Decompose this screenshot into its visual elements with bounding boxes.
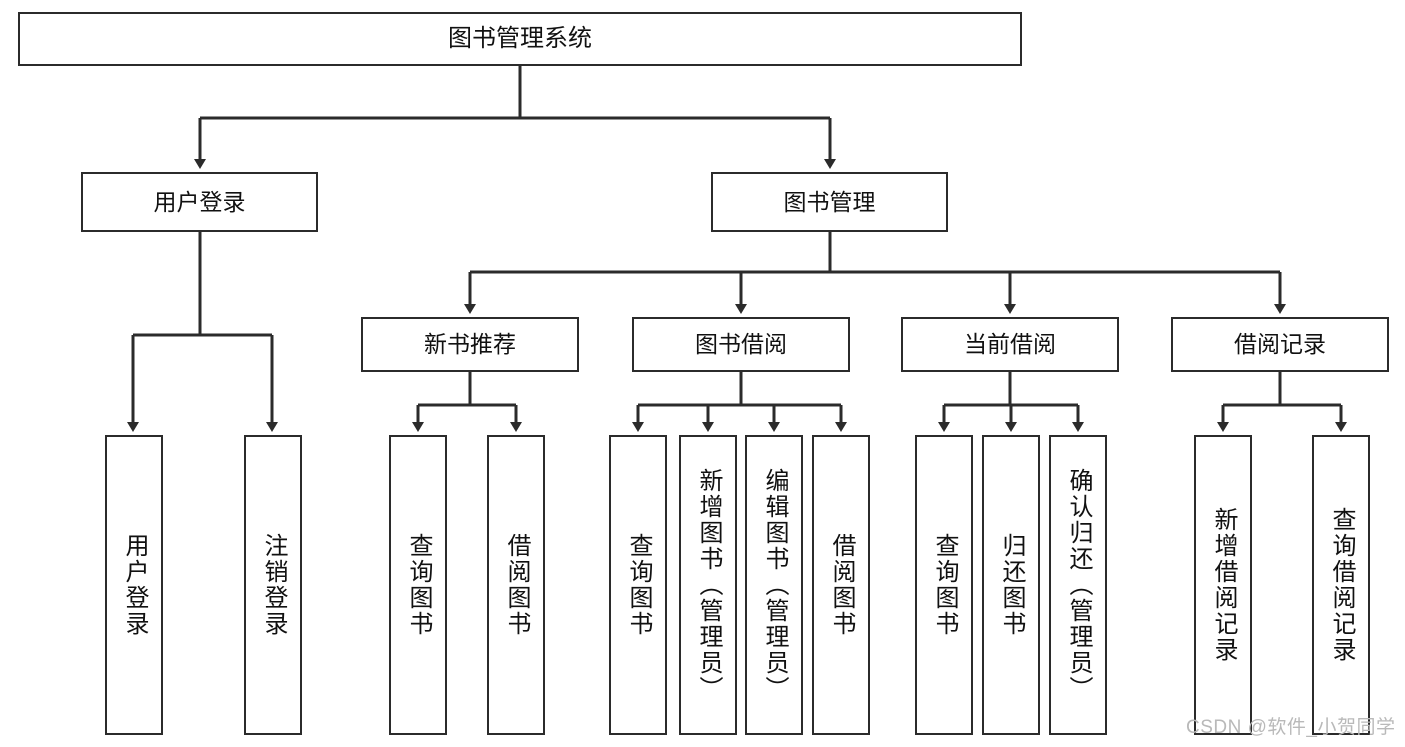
- node-user-login[interactable]: 用户登录: [81, 172, 318, 232]
- node-user-login-label: 用户登录: [153, 188, 246, 215]
- node-leaf-user-logout-label: 注销登录: [260, 533, 287, 637]
- node-leaf-edit-book[interactable]: 编辑图书（管理员）: [745, 435, 803, 735]
- node-book-manage[interactable]: 图书管理: [711, 172, 948, 232]
- node-leaf-borrow-book-1-label: 借阅图书: [503, 533, 530, 637]
- node-leaf-add-book[interactable]: 新增图书（管理员）: [679, 435, 737, 735]
- node-book-borrow[interactable]: 图书借阅: [632, 317, 850, 372]
- node-leaf-add-record[interactable]: 新增借阅记录: [1194, 435, 1252, 735]
- node-new-book-recommend-label: 新书推荐: [424, 331, 516, 358]
- node-leaf-query-book-2-label: 查询图书: [625, 533, 652, 637]
- node-borrow-record-label: 借阅记录: [1234, 331, 1326, 358]
- node-current-borrow-label: 当前借阅: [964, 331, 1056, 358]
- node-leaf-edit-book-label: 编辑图书（管理员）: [761, 468, 788, 702]
- node-leaf-add-book-label: 新增图书（管理员）: [695, 468, 722, 702]
- node-leaf-add-record-label: 新增借阅记录: [1210, 507, 1237, 663]
- node-leaf-borrow-book-2-label: 借阅图书: [828, 533, 855, 637]
- node-leaf-query-book-1-label: 查询图书: [405, 533, 432, 637]
- node-leaf-query-book-3-label: 查询图书: [931, 533, 958, 637]
- node-leaf-return-book[interactable]: 归还图书: [982, 435, 1040, 735]
- node-leaf-query-book-3[interactable]: 查询图书: [915, 435, 973, 735]
- node-root-label: 图书管理系统: [448, 25, 592, 53]
- node-book-borrow-label: 图书借阅: [695, 331, 787, 358]
- node-leaf-user-login-label: 用户登录: [121, 533, 148, 637]
- node-root[interactable]: 图书管理系统: [18, 12, 1022, 66]
- node-new-book-recommend[interactable]: 新书推荐: [361, 317, 579, 372]
- node-borrow-record[interactable]: 借阅记录: [1171, 317, 1389, 372]
- node-leaf-confirm-return-label: 确认归还（管理员）: [1065, 468, 1092, 702]
- node-leaf-confirm-return[interactable]: 确认归还（管理员）: [1049, 435, 1107, 735]
- node-book-manage-label: 图书管理: [783, 188, 876, 215]
- node-leaf-return-book-label: 归还图书: [998, 533, 1025, 637]
- node-leaf-query-record[interactable]: 查询借阅记录: [1312, 435, 1370, 735]
- node-leaf-borrow-book-1[interactable]: 借阅图书: [487, 435, 545, 735]
- watermark: CSDN @软件_小贺同学: [1186, 717, 1396, 738]
- node-leaf-query-record-label: 查询借阅记录: [1328, 507, 1355, 663]
- node-leaf-user-login[interactable]: 用户登录: [105, 435, 163, 735]
- node-leaf-query-book-1[interactable]: 查询图书: [389, 435, 447, 735]
- node-leaf-user-logout[interactable]: 注销登录: [244, 435, 302, 735]
- node-leaf-query-book-2[interactable]: 查询图书: [609, 435, 667, 735]
- node-current-borrow[interactable]: 当前借阅: [901, 317, 1119, 372]
- node-leaf-borrow-book-2[interactable]: 借阅图书: [812, 435, 870, 735]
